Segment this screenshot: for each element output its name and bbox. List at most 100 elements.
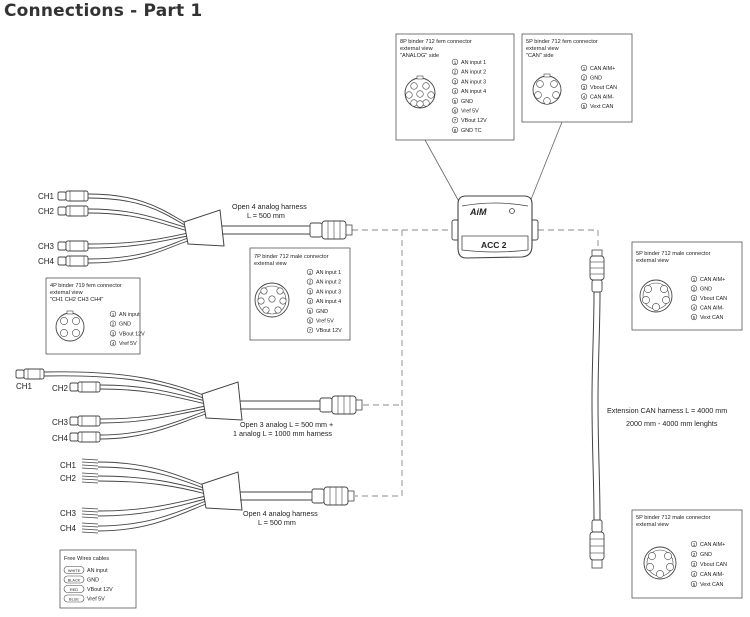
connector-8p-pin-4-marker: [451, 87, 459, 95]
harness-c: CH1 CH2 CH3 CH4: [60, 458, 355, 534]
harness-c-ch2-label: CH2: [60, 474, 77, 483]
harness-b-label-line-1: Open 3 analog L = 500 mm +: [240, 420, 333, 429]
connector-4p-pin-4-label: Vref 5V: [119, 341, 137, 347]
connector-7p-pin-7-marker: [306, 327, 314, 334]
harness-a-plug-ch2: [57, 205, 89, 217]
connector-5p-fem-pin-1-label: CAN AIM+: [590, 66, 615, 72]
connector-4p-pin-1-marker: [109, 310, 117, 318]
connector-4p-title-line-1: 4P binder 719 fem connector: [50, 283, 122, 289]
harness-a-plug-ch4: [57, 255, 89, 267]
connector-box-7p-male: 7P binder 712 male connector external vi…: [249, 247, 351, 341]
harness-b-plug-ch1: [15, 368, 45, 380]
connector-8p-pin-3-marker: [451, 78, 459, 85]
connector-7p-pin-2-number: 2: [309, 280, 312, 285]
free-wire-white-tag-box: [63, 566, 85, 574]
connector-5p-male-top-pin-2-number: 2: [693, 287, 696, 292]
leader-5p-fem: [527, 121, 563, 208]
connector-8p-pin-8-label: GND TC: [461, 128, 482, 134]
connector-5p-male-top-pin-5-number: 5: [693, 315, 696, 320]
connector-5p-male-bottom-pin-1-number: 1: [693, 542, 696, 547]
free-wire-black-label: GND: [87, 578, 99, 584]
connector-5p-male-bottom-title-line-1: 5P binder 712 male connector: [636, 515, 711, 521]
connector-5p-male-top-title-line-2: external view: [636, 258, 670, 264]
connector-5p-male-top-pin-3-number: 3: [693, 296, 696, 301]
harness-c-label-line-2: L = 500 mm: [258, 518, 296, 527]
connector-8p-pin-5-marker: [451, 97, 459, 104]
connector-8p-pin-6-marker: [451, 107, 459, 114]
connector-7p-pin-5-marker: [306, 307, 314, 314]
connector-8p-pin-3-label: AN input 3: [461, 79, 486, 85]
harness-a-ch2-label: CH2: [38, 207, 55, 216]
connector-5p-fem-pin-4-label: CAN AIM-: [590, 95, 614, 101]
connector-8p-title-line-1: 8P binder 712 fem connector: [400, 39, 472, 45]
extension-top-plug: [589, 249, 605, 293]
connector-5p-male-top-pin-1-label: CAN AIM+: [700, 277, 725, 283]
connector-7p-pin-6-label: Vref 5V: [316, 319, 334, 325]
connector-8p-pin-3-number: 3: [454, 79, 457, 84]
connector-7p-pin-2-label: AN input 2: [316, 280, 341, 286]
harness-b-plug-ch3: [69, 415, 101, 427]
connector-5p-male-bottom-pin-5-marker: [690, 580, 698, 588]
dashed-link-can: [538, 229, 599, 250]
connector-5p-male-bottom-pin-1-marker: [690, 540, 698, 548]
connector-5p-male-top-pin-4-marker: [690, 304, 698, 311]
connector-5p-male-bottom-pin-3-label: Vbout CAN: [700, 562, 727, 568]
connector-5p-fem-pin-4-marker: [580, 93, 588, 100]
connector-5p-male-top-pin-4-label: CAN AIM-: [700, 306, 724, 312]
connector-7p-pin-4-number: 4: [309, 299, 312, 304]
connector-4p-pin-3-marker: [109, 330, 117, 337]
free-wire-blue-tag: BLUE: [69, 597, 79, 601]
connector-5p-fem-pin-2-marker: [580, 74, 588, 81]
connector-5p-male-bottom-pin-5-number: 5: [693, 582, 696, 587]
dashed-links: [352, 229, 599, 497]
connector-7p-pin-7-number: 7: [309, 328, 312, 333]
harness-b-ch1-label: CH1: [16, 382, 33, 391]
connector-5p-male-bottom-pin-1-label: CAN AIM+: [700, 542, 725, 548]
connector-7p-pin-3-marker: [306, 288, 314, 295]
connector-5p-fem-pin-3-number: 3: [583, 85, 586, 90]
connector-5p-male-bottom-pin-2-label: GND: [700, 552, 712, 558]
connector-5p-male-top-pin-5-marker: [690, 313, 698, 321]
harness-b-plug-ch4: [69, 431, 101, 443]
harness-a-splice: [183, 209, 225, 247]
connector-5p-male-top-pin-4-number: 4: [693, 306, 696, 311]
extension-bottom-plug: [589, 519, 605, 569]
connector-7p-pin-5-label: GND: [316, 309, 328, 315]
free-wires-title: Free Wires cables: [64, 556, 109, 562]
harness-c-ch3-label: CH3: [60, 509, 77, 518]
connector-5p-male-top-title-line-1: 5P binder 712 male connector: [636, 251, 711, 257]
harness-b-splice: [201, 381, 243, 421]
harness-b: CH1 CH2 CH3 CH4: [15, 368, 363, 443]
harness-a-label-line-1: Open 4 analog harness: [232, 202, 307, 211]
connector-5p-fem-pin-4-number: 4: [583, 95, 586, 100]
harness-a-plug-ch1: [57, 190, 89, 202]
harness-a-ch1-label: CH1: [38, 192, 55, 201]
connector-5p-male-top-pin-2-marker: [690, 285, 698, 292]
connector-7p-pin-7-label: VBout 12V: [316, 328, 342, 334]
connector-8p-pin-4-number: 4: [454, 89, 457, 94]
connector-5p-male-top-pin-2-label: GND: [700, 287, 712, 293]
connector-8p-pin-2-label: AN input 2: [461, 70, 486, 76]
connector-5p-male-bottom-title-line-2: external view: [636, 522, 670, 528]
connector-7p-face: [254, 282, 290, 318]
connector-5p-fem-pin-5-marker: [580, 102, 588, 110]
connector-7p-pin-1-label: AN input 1: [316, 270, 341, 276]
dashed-link-bus: [355, 230, 403, 497]
connector-5p-male-bottom-pin-5-label: Vext CAN: [700, 582, 723, 588]
connector-8p-pin-6-number: 6: [454, 109, 457, 114]
connector-7p-pin-4-marker: [306, 298, 314, 305]
connector-8p-pin-7-number: 7: [454, 118, 457, 123]
free-wire-white-tag: WHITE: [68, 569, 81, 573]
connector-4p-pin-4-number: 4: [112, 341, 115, 346]
connector-5p-fem-pin-3-label: Vbout CAN: [590, 85, 617, 91]
harness-a-ch4-label: CH4: [38, 257, 55, 266]
connector-5p-male-top-pin-3-label: Vbout CAN: [700, 296, 727, 302]
connector-7p-title-line-2: external view: [254, 261, 288, 267]
connector-8p-pin-2-number: 2: [454, 70, 457, 75]
harness-a: CH1 CH2 CH3 CH4: [38, 190, 353, 267]
